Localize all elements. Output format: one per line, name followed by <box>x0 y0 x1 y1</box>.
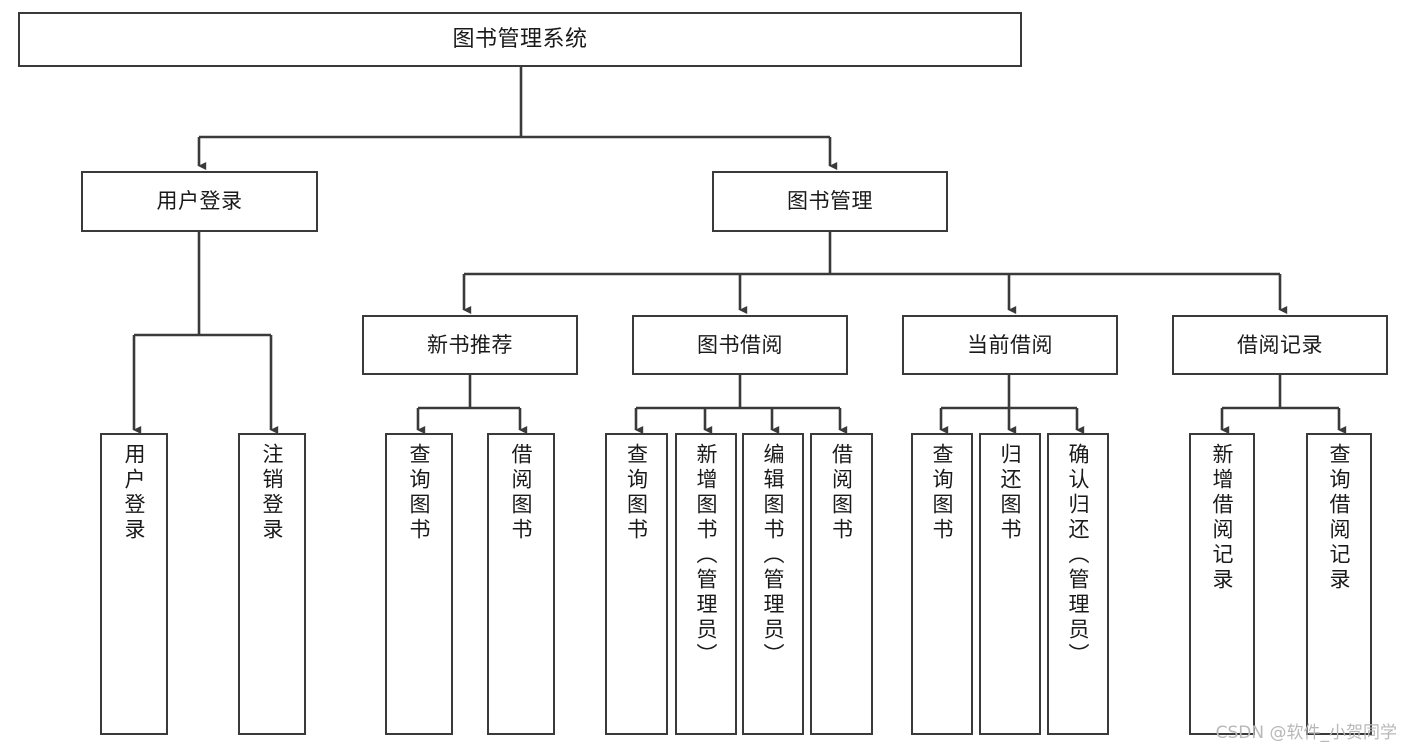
node-book-management[interactable]: 图书管理 <box>712 171 948 232</box>
csdn-watermark: CSDN @软件_小贺同学 <box>1215 723 1397 743</box>
node-label: 归还图书 <box>998 443 1023 543</box>
node-label: 用户登录 <box>122 443 147 543</box>
node-label: 注销登录 <box>260 443 285 543</box>
node-leaf-query-record[interactable]: 查询借阅记录 <box>1306 433 1372 735</box>
node-user-login[interactable]: 用户登录 <box>81 171 318 232</box>
node-label: 当前借阅 <box>967 332 1053 357</box>
node-new-book-recommend[interactable]: 新书推荐 <box>362 315 578 375</box>
node-leaf-query-book-2[interactable]: 查询图书 <box>605 433 668 735</box>
node-label: 借阅图书 <box>829 443 854 543</box>
node-label: 新增借阅记录 <box>1210 443 1235 593</box>
node-label: 新增图书（管理员） <box>694 443 719 668</box>
node-leaf-edit-book[interactable]: 编辑图书（管理员） <box>742 433 804 735</box>
node-leaf-query-book-1[interactable]: 查询图书 <box>385 433 453 735</box>
node-current-borrow[interactable]: 当前借阅 <box>902 315 1118 375</box>
node-leaf-add-book[interactable]: 新增图书（管理员） <box>675 433 737 735</box>
node-leaf-borrow-book-1[interactable]: 借阅图书 <box>487 433 555 735</box>
node-leaf-add-record[interactable]: 新增借阅记录 <box>1189 433 1255 735</box>
node-leaf-return-book[interactable]: 归还图书 <box>979 433 1041 735</box>
node-root-system[interactable]: 图书管理系统 <box>18 12 1022 67</box>
node-label: 查询借阅记录 <box>1327 443 1352 593</box>
node-label: 查询图书 <box>407 443 432 543</box>
node-label: 图书借阅 <box>697 332 783 357</box>
node-label: 确认归还（管理员） <box>1066 443 1091 668</box>
node-leaf-query-book-3[interactable]: 查询图书 <box>911 433 973 735</box>
node-label: 借阅图书 <box>509 443 534 543</box>
node-borrow-record[interactable]: 借阅记录 <box>1172 315 1388 375</box>
node-leaf-confirm-return[interactable]: 确认归还（管理员） <box>1047 433 1109 735</box>
node-label: 查询图书 <box>930 443 955 543</box>
node-leaf-borrow-book-2[interactable]: 借阅图书 <box>810 433 873 735</box>
node-leaf-user-login[interactable]: 用户登录 <box>100 433 168 735</box>
node-label: 新书推荐 <box>427 332 513 357</box>
node-label: 查询图书 <box>624 443 649 543</box>
node-label: 用户登录 <box>156 189 243 214</box>
node-label: 编辑图书（管理员） <box>761 443 786 668</box>
node-book-borrow[interactable]: 图书借阅 <box>632 315 848 375</box>
node-leaf-logout-login[interactable]: 注销登录 <box>238 433 306 735</box>
node-label: 图书管理系统 <box>452 26 588 52</box>
node-label: 借阅记录 <box>1237 332 1323 357</box>
node-label: 图书管理 <box>787 189 873 214</box>
